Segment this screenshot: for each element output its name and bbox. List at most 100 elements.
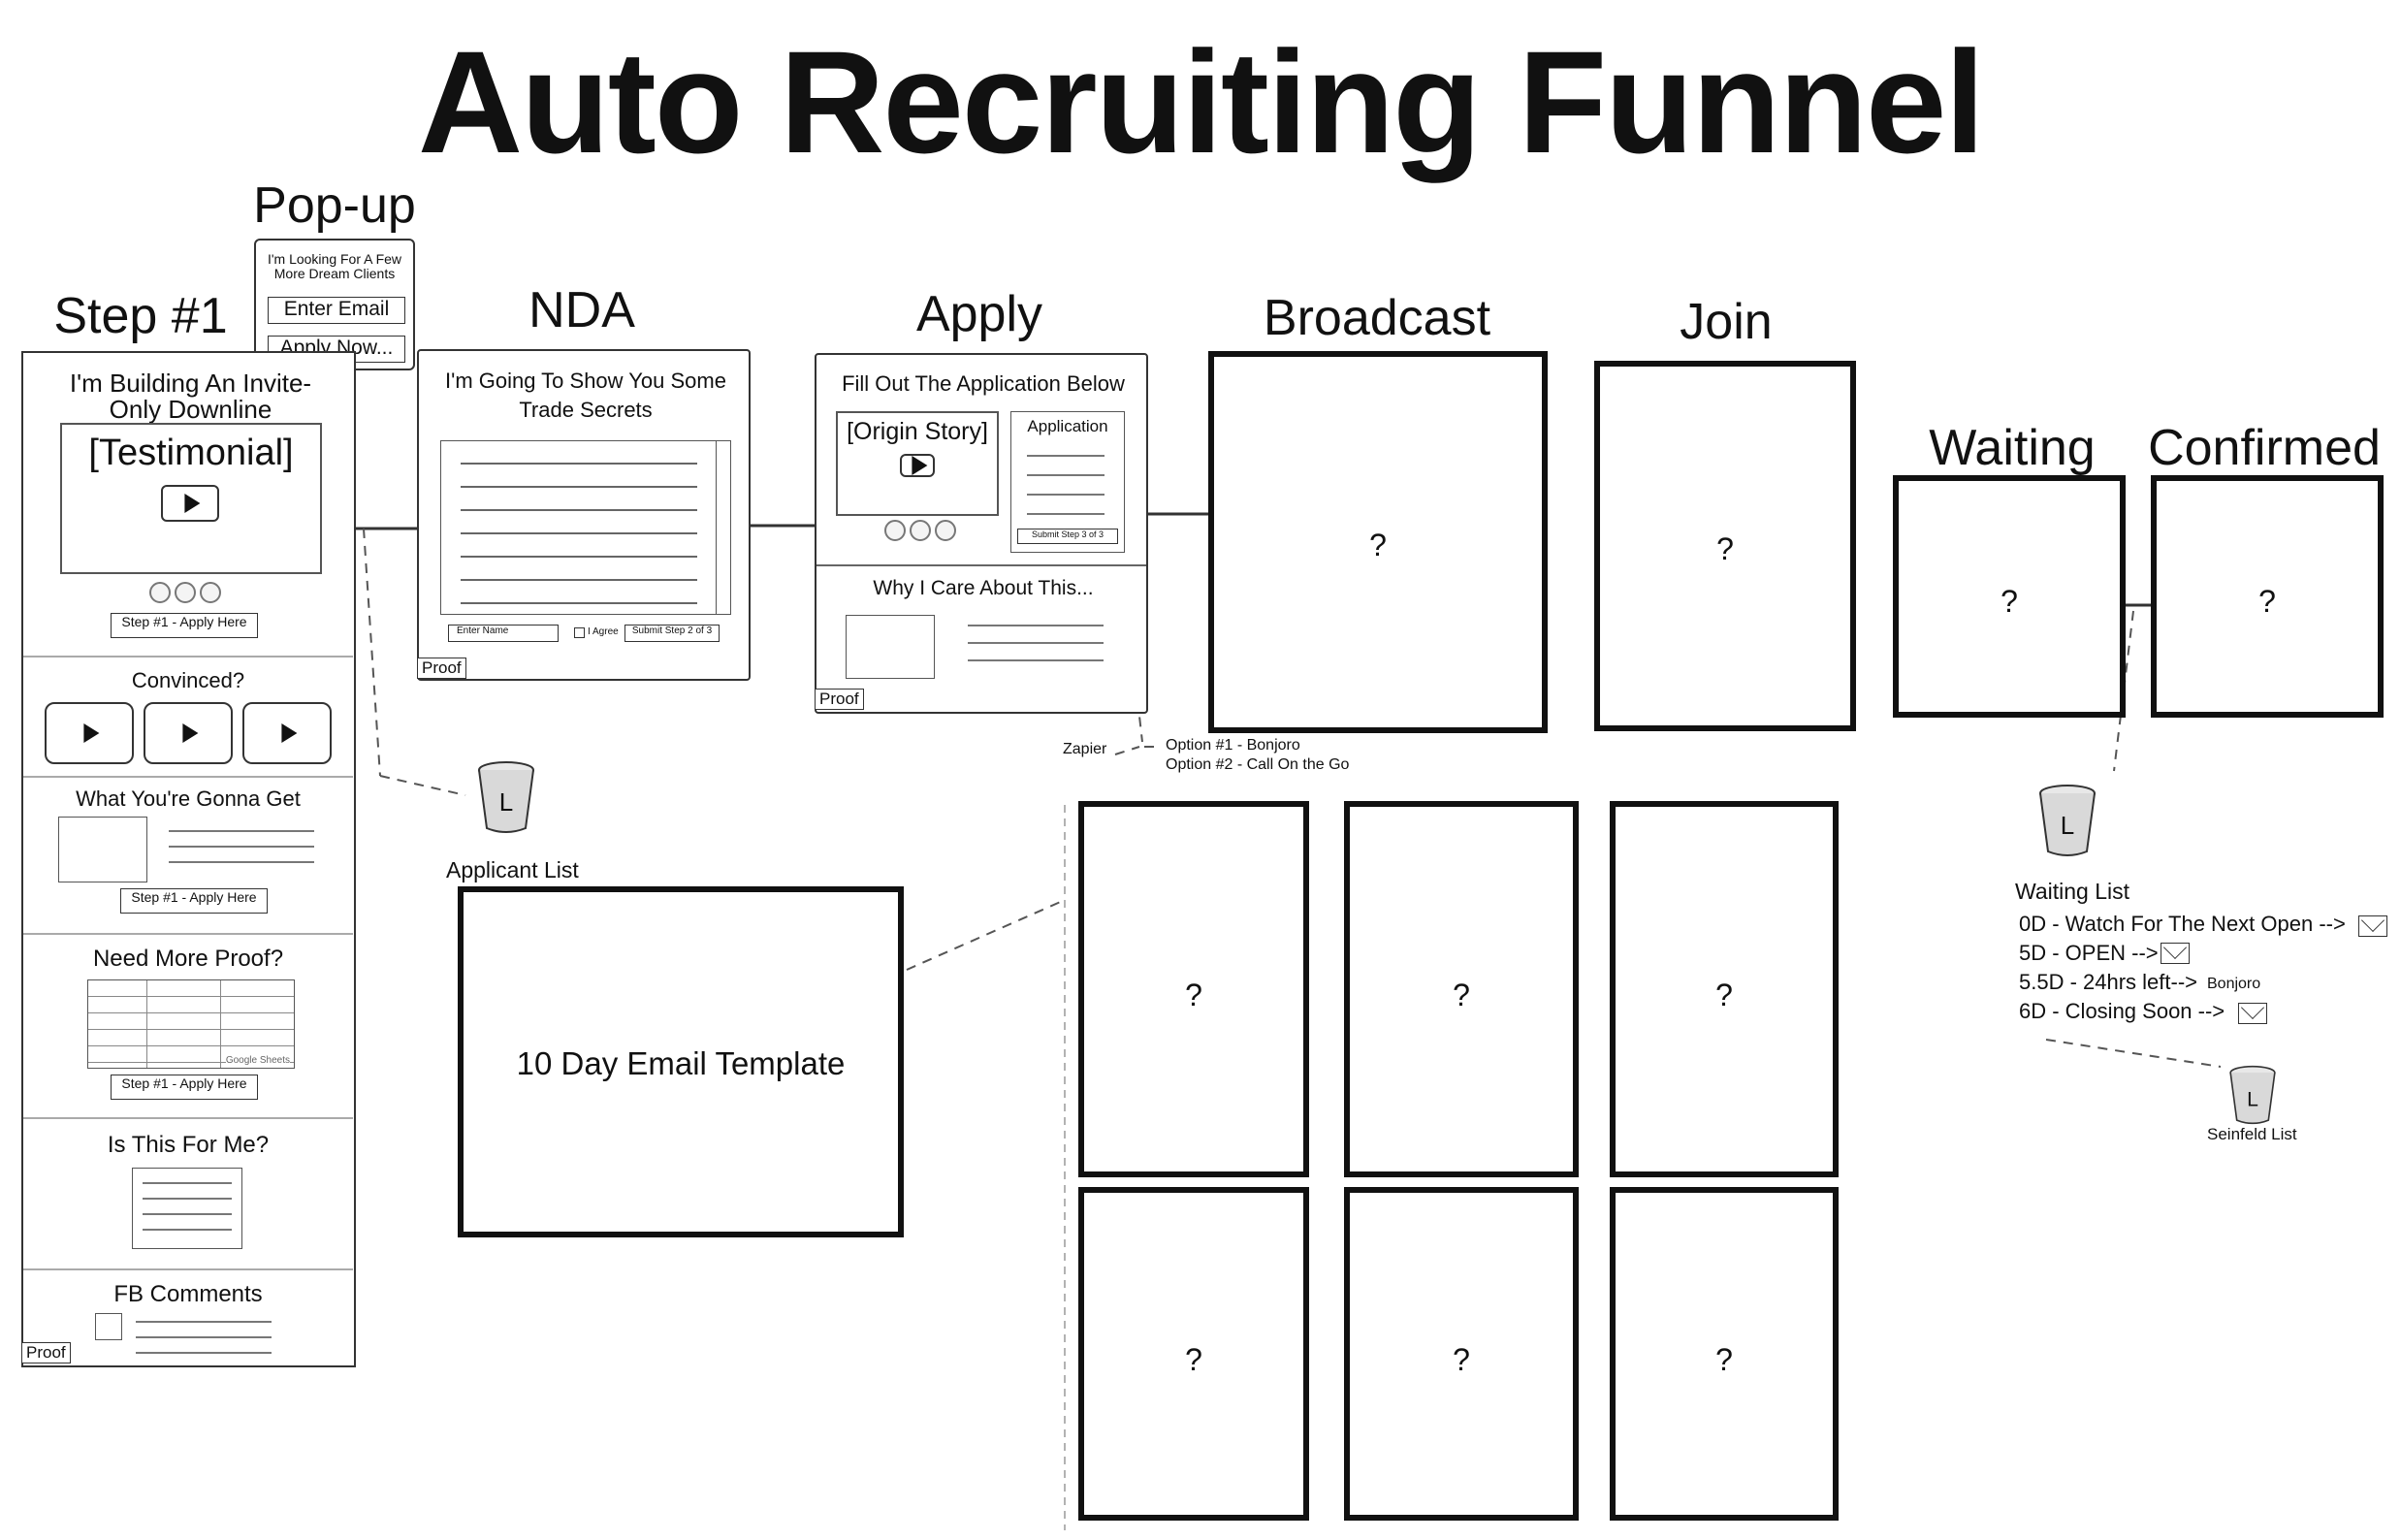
name-input[interactable]: Enter Name	[448, 625, 559, 642]
divider	[23, 933, 353, 935]
question-mark: ?	[2001, 584, 2018, 619]
proof-badge: Proof	[815, 689, 864, 710]
question-mark: ?	[1453, 1342, 1470, 1377]
question-mark: ?	[1369, 528, 1387, 562]
label-step1: Step #1	[53, 288, 228, 344]
text-line	[968, 625, 1104, 626]
waiting-list-item-3: 6D - Closing Soon -->	[2019, 999, 2225, 1023]
step1-page: I'm Building An Invite-Only Downline [Te…	[21, 351, 356, 1367]
confirmed-box: ?	[2151, 475, 2384, 718]
text-line	[968, 642, 1104, 644]
avatar-icon	[175, 582, 196, 603]
nda-submit-button[interactable]: Submit Step 2 of 3	[624, 625, 720, 642]
avatar-icon	[200, 582, 221, 603]
email-box: ?	[1610, 801, 1839, 1177]
divider	[23, 1117, 353, 1119]
play-icon[interactable]	[144, 702, 233, 764]
application-form[interactable]: Application Submit Step 3 of 3	[1010, 411, 1125, 553]
label-join: Join	[1680, 294, 1773, 350]
bucket-letter: L	[499, 787, 513, 817]
divider	[816, 564, 1146, 566]
nda-headline: I'm Going To Show You Some Trade Secrets	[445, 369, 726, 422]
popup-box: I'm Looking For A Few More Dream Clients…	[254, 239, 415, 370]
step1-cta-button-3[interactable]: Step #1 - Apply Here	[111, 1075, 258, 1100]
text-line	[136, 1352, 272, 1354]
step1-cta-button-1[interactable]: Step #1 - Apply Here	[111, 613, 258, 638]
form-field-line[interactable]	[1027, 494, 1104, 496]
avatar-icon	[910, 520, 931, 541]
question-mark: ?	[1185, 1342, 1202, 1377]
text-line	[968, 659, 1104, 661]
what-get-heading: What You're Gonna Get	[76, 786, 301, 811]
application-label: Application	[1027, 417, 1108, 435]
bucket-letter: L	[2061, 811, 2074, 840]
bucket-icon: L	[2039, 785, 2096, 856]
form-field-line[interactable]	[1027, 455, 1104, 457]
origin-story-label: [Origin Story]	[847, 418, 988, 445]
proof-badge: Proof	[21, 1342, 71, 1364]
option-2-label: Option #2 - Call On the Go	[1166, 756, 1350, 773]
convinced-heading: Convinced?	[131, 668, 245, 692]
avatar	[95, 1313, 122, 1340]
text-line	[169, 861, 314, 863]
email-icon	[2161, 943, 2190, 964]
question-mark: ?	[2258, 584, 2276, 619]
agree-checkbox[interactable]	[574, 627, 585, 638]
zapier-label: Zapier	[1063, 741, 1107, 757]
text-line	[169, 846, 314, 848]
proof-badge: Proof	[417, 658, 466, 679]
origin-story-video[interactable]: [Origin Story]	[836, 411, 999, 516]
popup-email-field[interactable]: Enter Email	[268, 297, 405, 324]
scrollbar[interactable]	[716, 440, 732, 615]
email-template-label: 10 Day Email Template	[516, 1045, 846, 1081]
email-template-box: 10 Day Email Template	[458, 886, 904, 1237]
apply-submit-button[interactable]: Submit Step 3 of 3	[1017, 529, 1118, 544]
testimonial-video[interactable]: [Testimonial]	[60, 423, 322, 574]
email-icon	[2358, 915, 2387, 937]
email-box: ?	[1078, 801, 1309, 1177]
why-heading: Why I Care About This...	[873, 577, 1094, 599]
bonjoro-label: Bonjoro	[2207, 976, 2261, 992]
page-title: Auto Recruiting Funnel	[417, 20, 1985, 183]
play-icon[interactable]	[161, 485, 219, 522]
nda-text-area[interactable]	[440, 440, 731, 615]
seinfeld-list-label: Seinfeld List	[2207, 1125, 2297, 1143]
nda-page: I'm Going To Show You Some Trade Secrets…	[417, 349, 751, 681]
fb-comments-heading: FB Comments	[113, 1281, 263, 1307]
label-popup: Pop-up	[253, 177, 416, 234]
more-proof-heading: Need More Proof?	[92, 946, 284, 972]
play-icon[interactable]	[45, 702, 134, 764]
form-field-line[interactable]	[1027, 513, 1104, 515]
bucket-icon: L	[2229, 1065, 2276, 1125]
play-icon[interactable]	[900, 454, 935, 477]
question-mark: ?	[1453, 978, 1470, 1012]
question-mark: ?	[1716, 531, 1734, 566]
applicant-list-label: Applicant List	[446, 857, 579, 882]
option-1-label: Option #1 - Bonjoro	[1166, 737, 1300, 754]
image-placeholder	[58, 817, 147, 882]
play-icon[interactable]	[242, 702, 332, 764]
waiting-box: ?	[1893, 475, 2126, 718]
text-line	[169, 830, 314, 832]
question-mark: ?	[1185, 978, 1202, 1012]
waiting-list-item-2: 5.5D - 24hrs left-->	[2019, 970, 2198, 994]
question-mark: ?	[1715, 1342, 1733, 1377]
for-me-heading: Is This For Me?	[107, 1132, 270, 1158]
email-icon	[2238, 1003, 2267, 1024]
document-image	[132, 1168, 242, 1249]
label-apply: Apply	[915, 286, 1043, 342]
testimonial-label: [Testimonial]	[88, 433, 294, 473]
broadcast-box: ?	[1208, 351, 1548, 733]
label-waiting: Waiting	[1929, 420, 2096, 476]
divider	[23, 1268, 353, 1270]
form-field-line[interactable]	[1027, 474, 1104, 476]
divider	[23, 776, 353, 778]
waiting-list-item-0: 0D - Watch For The Next Open -->	[2019, 912, 2346, 936]
bucket-icon: L	[478, 761, 534, 833]
avatar-icon	[884, 520, 906, 541]
waiting-list-item-1: 5D - OPEN -->	[2019, 941, 2159, 965]
step1-cta-button-2[interactable]: Step #1 - Apply Here	[120, 888, 268, 914]
email-box: ?	[1610, 1187, 1839, 1521]
join-box: ?	[1594, 361, 1856, 731]
label-broadcast: Broadcast	[1263, 290, 1491, 346]
